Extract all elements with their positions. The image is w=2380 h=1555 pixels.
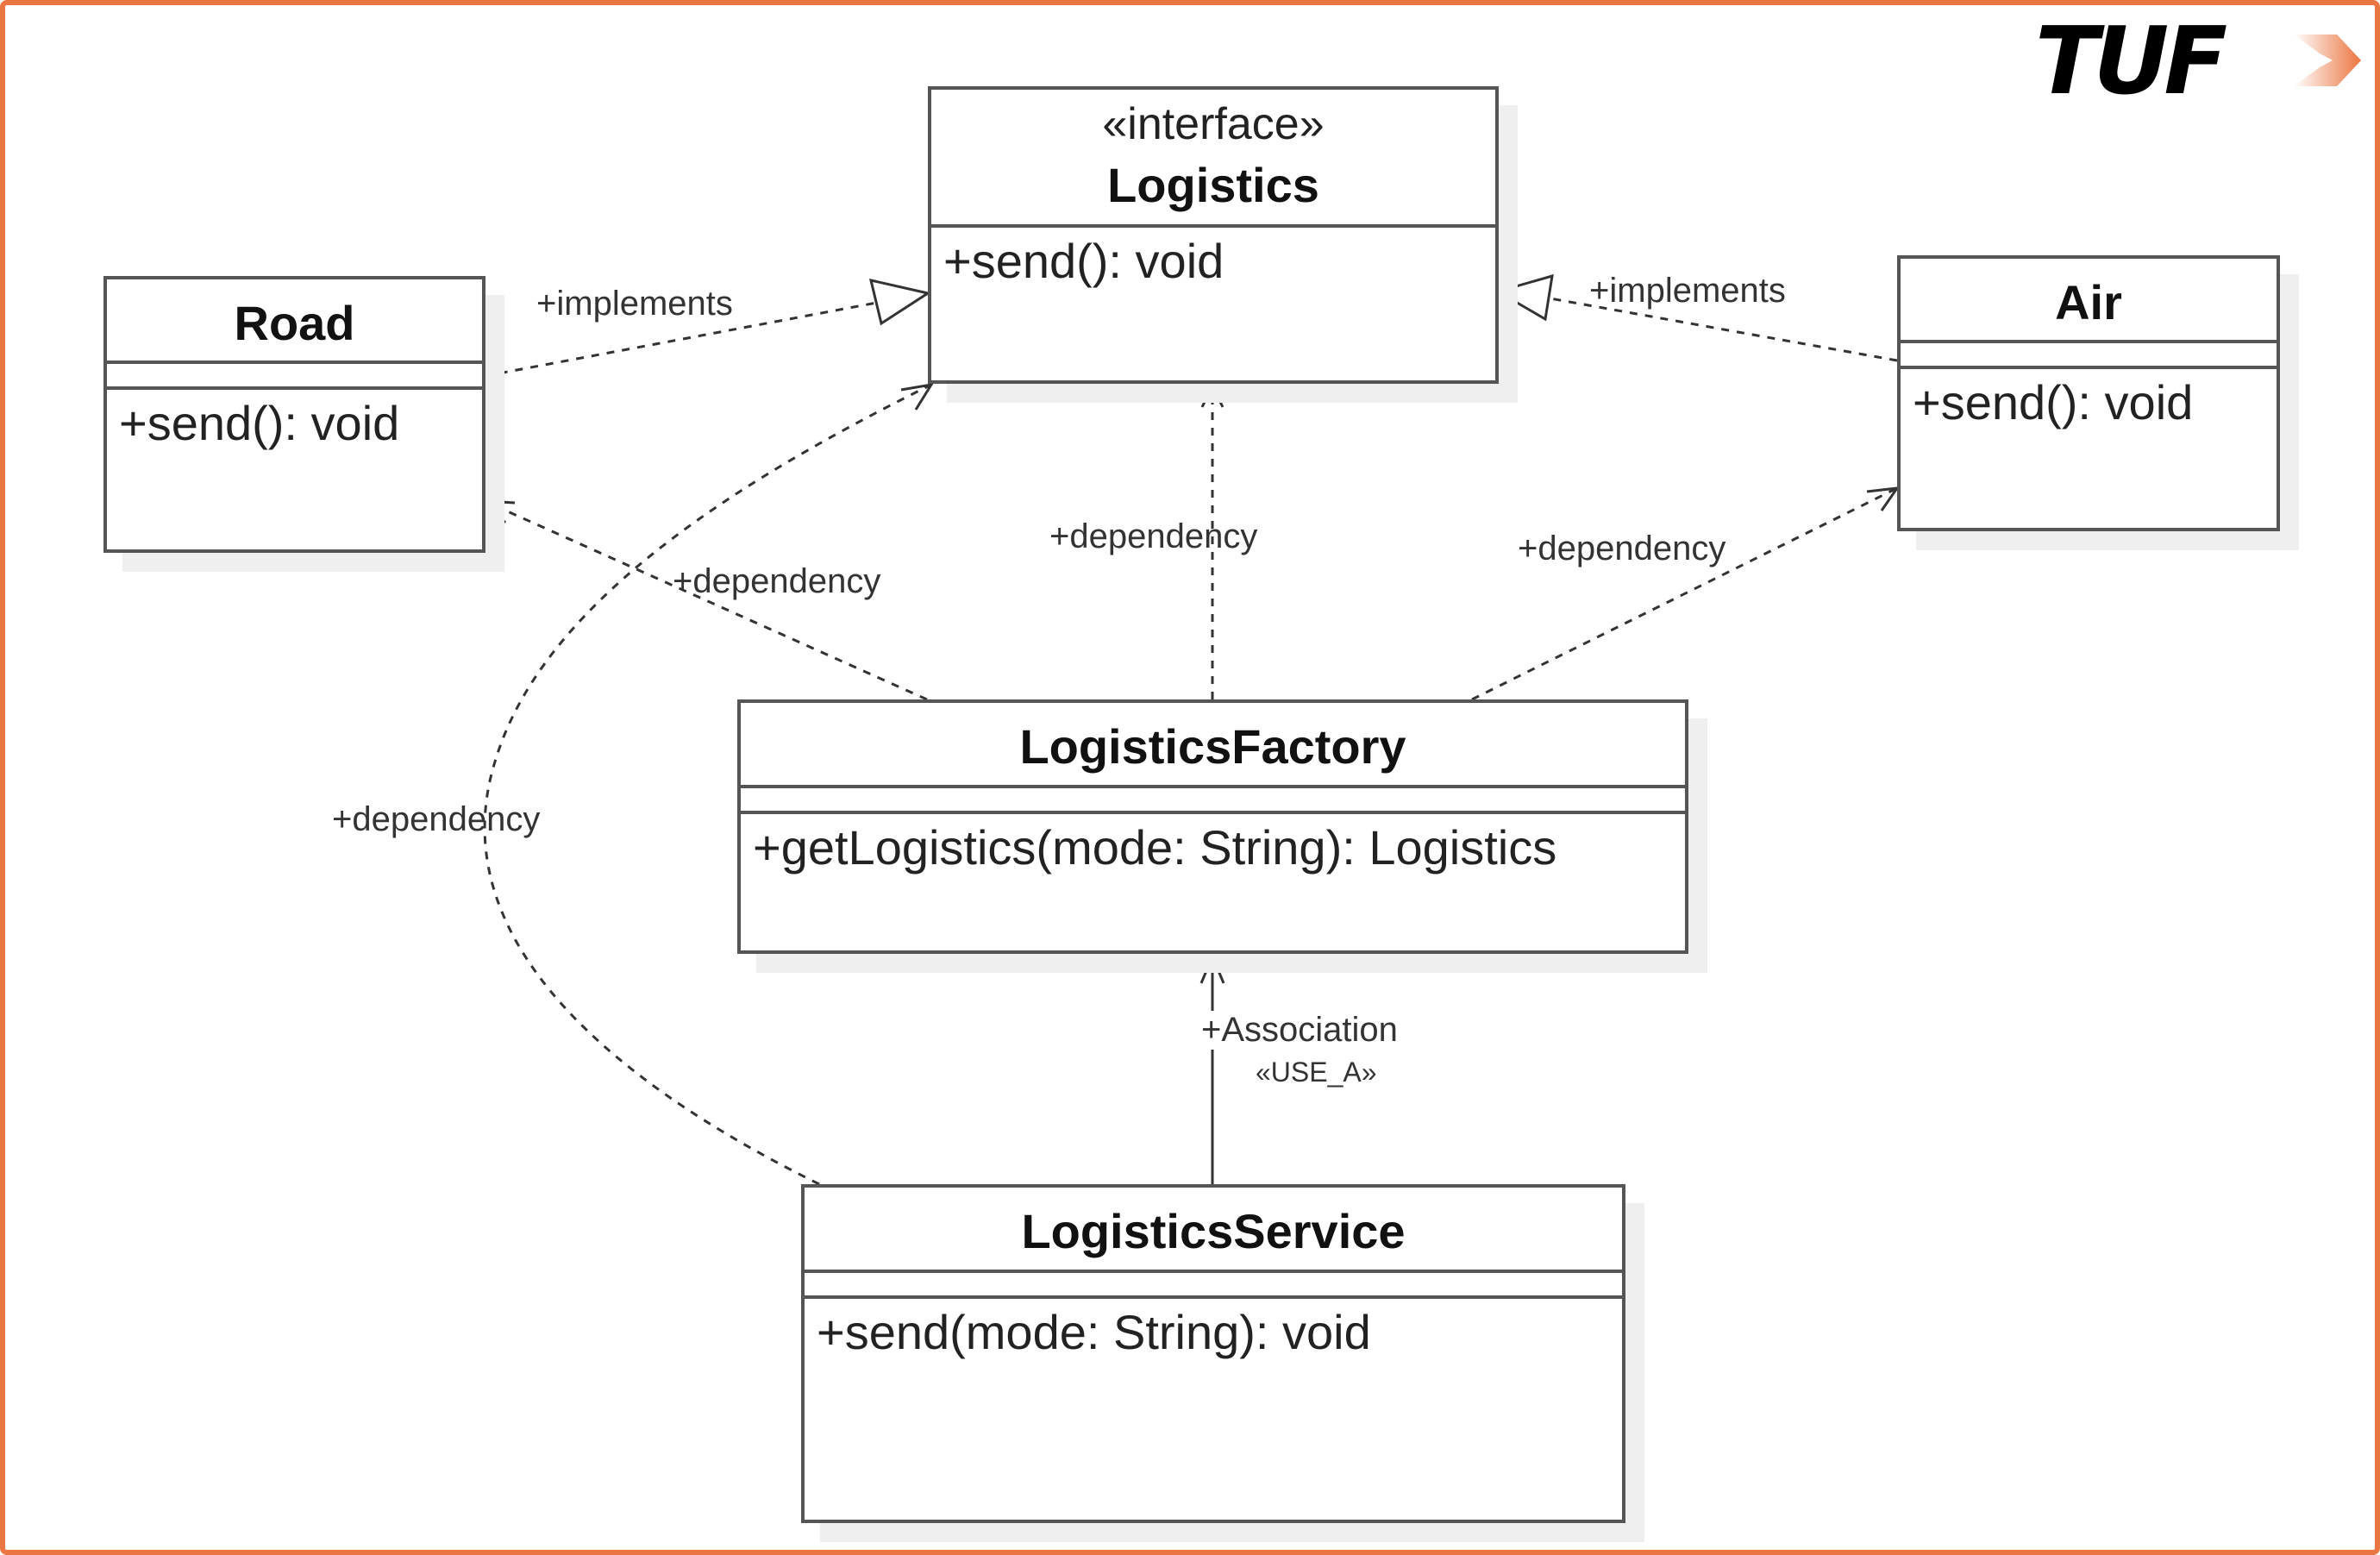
class-air[interactable]: Air +send(): void	[1897, 255, 2280, 531]
label-service-assoc-factory: +Association	[1201, 1011, 1398, 1050]
compartment-divider	[741, 811, 1685, 814]
operation: +send(): void	[943, 234, 1224, 288]
operation: +getLogistics(mode: String): Logistics	[753, 820, 1557, 875]
logo-text: TUF	[2035, 17, 2227, 103]
assoc-arrowhead-factory	[1199, 953, 1225, 984]
edge-road-implements-logistics	[484, 300, 882, 378]
class-logistics-factory[interactable]: LogisticsFactory +getLogistics(mode: Str…	[737, 699, 1688, 954]
operation: +send(mode: String): void	[817, 1305, 1371, 1359]
class-name: Logistics	[1107, 158, 1319, 212]
tuf-logo: TUF	[2035, 17, 2361, 103]
operation: +send(): void	[119, 396, 400, 450]
compartment-divider	[107, 386, 482, 390]
class-name: Air	[2055, 275, 2122, 329]
label-factory-dep-air: +dependency	[1518, 530, 1726, 567]
dep-arrowhead-logistics-curve	[900, 382, 935, 411]
dep-arrowhead-logistics	[1200, 383, 1224, 408]
label-factory-dep-road: +dependency	[673, 562, 881, 600]
compartment-divider	[931, 224, 1495, 228]
compartment-divider	[805, 1270, 1622, 1273]
label-road-implements: +implements	[536, 285, 733, 323]
class-logistics[interactable]: «interface» Logistics +send(): void	[928, 86, 1499, 384]
label-service-dep-logistics: +dependency	[332, 800, 541, 838]
label-association-stereotype: «USE_A»	[1256, 1057, 1377, 1088]
edge-factory-dep-road	[484, 499, 928, 701]
compartment-divider	[805, 1295, 1622, 1299]
class-logistics-service[interactable]: LogisticsService +send(mode: String): vo…	[801, 1184, 1625, 1523]
compartment-divider	[1901, 340, 2277, 343]
stereotype-label: «interface»	[1102, 99, 1325, 149]
logo-arrow-icon	[2294, 34, 2361, 86]
class-name: LogisticsFactory	[1019, 719, 1406, 774]
compartment-divider	[107, 361, 482, 364]
edge-factory-dep-air	[1471, 486, 1898, 701]
compartment-divider	[1901, 366, 2277, 369]
edge-air-implements-logistics	[1544, 296, 1898, 362]
label-air-implements: +implements	[1589, 272, 1786, 310]
class-name: LogisticsService	[1021, 1204, 1406, 1258]
class-road[interactable]: Road +send(): void	[103, 276, 485, 553]
realization-arrowhead-right	[1494, 273, 1554, 322]
compartment-divider	[741, 785, 1685, 788]
label-factory-dep-logistics: +dependency	[1049, 517, 1258, 555]
realization-arrowhead-left	[868, 279, 931, 326]
operation: +send(): void	[1913, 375, 2194, 430]
class-name: Road	[234, 296, 355, 350]
